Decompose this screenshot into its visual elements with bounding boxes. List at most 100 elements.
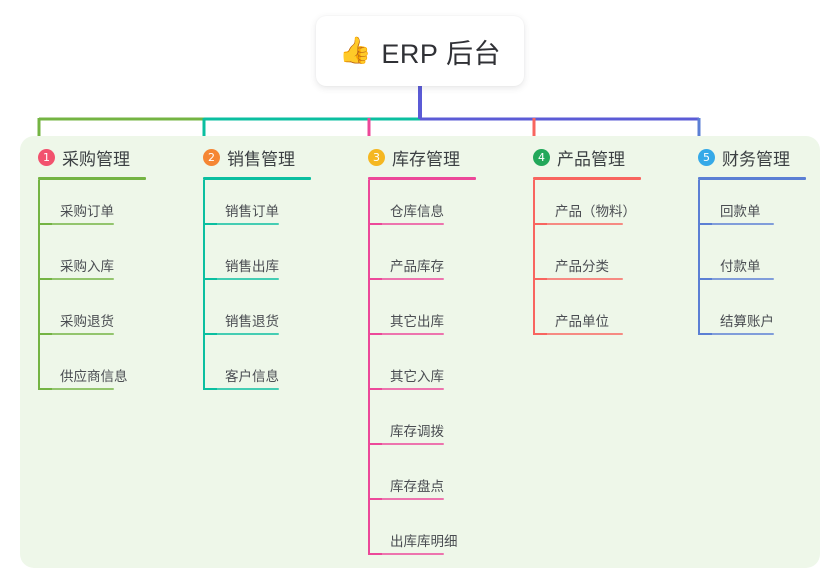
leaf-spine-3 bbox=[368, 180, 370, 555]
leaf-item[interactable]: 销售退货 bbox=[203, 290, 353, 345]
root-title: ERP 后台 bbox=[381, 38, 501, 69]
branch-badge-1: 1 bbox=[38, 148, 55, 166]
leaf-list-3: 仓库信息产品库存其它出库其它入库库存调拨库存盘点出库库明细 bbox=[368, 180, 476, 565]
leaf-spine-4 bbox=[533, 180, 535, 335]
leaf-item[interactable]: 结算账户 bbox=[698, 290, 839, 345]
leaf-spine-1 bbox=[38, 180, 40, 390]
thumbs-up-icon: 👍 bbox=[339, 36, 372, 66]
leaf-underline bbox=[698, 223, 774, 225]
leaf-item[interactable]: 仓库信息 bbox=[368, 180, 518, 235]
branch-title-1: 采购管理 bbox=[62, 149, 130, 169]
leaf-list-5: 回款单付款单结算账户 bbox=[698, 180, 806, 345]
branch-header-2[interactable]: 2 销售管理 bbox=[203, 146, 311, 169]
leaf-label: 采购订单 bbox=[60, 204, 114, 219]
branch-title-5: 财务管理 bbox=[722, 149, 790, 169]
leaf-underline bbox=[368, 388, 444, 390]
leaf-label: 客户信息 bbox=[225, 369, 279, 384]
leaf-label: 供应商信息 bbox=[60, 369, 128, 384]
leaf-item[interactable]: 产品（物料） bbox=[533, 180, 683, 235]
branch-column-4: 4 产品管理产品（物料） 产品分类产品单位 bbox=[533, 146, 641, 345]
branch-underline-4 bbox=[533, 177, 641, 180]
leaf-label: 其它入库 bbox=[390, 369, 444, 384]
leaf-label: 销售退货 bbox=[225, 314, 279, 329]
leaf-item[interactable]: 产品库存 bbox=[368, 235, 518, 290]
leaf-underline bbox=[38, 223, 114, 225]
branch-header-4[interactable]: 4 产品管理 bbox=[533, 146, 641, 169]
branch-title-4: 产品管理 bbox=[557, 149, 625, 169]
leaf-label: 产品分类 bbox=[555, 259, 609, 274]
leaf-spine-2 bbox=[203, 180, 205, 390]
branch-header-1[interactable]: 1 采购管理 bbox=[38, 146, 146, 169]
leaf-underline bbox=[368, 443, 444, 445]
leaf-underline bbox=[368, 553, 444, 555]
leaf-underline bbox=[368, 498, 444, 500]
branch-column-5: 5 财务管理回款单付款单结算账户 bbox=[698, 146, 806, 345]
leaf-underline bbox=[368, 333, 444, 335]
leaf-item[interactable]: 回款单 bbox=[698, 180, 839, 235]
leaf-label: 产品单位 bbox=[555, 314, 609, 329]
leaf-item[interactable]: 销售出库 bbox=[203, 235, 353, 290]
leaf-spine-5 bbox=[698, 180, 700, 335]
diagram-panel bbox=[20, 136, 820, 568]
branch-header-3[interactable]: 3 库存管理 bbox=[368, 146, 476, 169]
leaf-underline bbox=[698, 333, 774, 335]
leaf-list-2: 销售订单销售出库销售退货客户信息 bbox=[203, 180, 311, 400]
leaf-underline bbox=[203, 278, 279, 280]
leaf-label: 结算账户 bbox=[720, 314, 774, 329]
branch-column-3: 3 库存管理仓库信息产品库存其它出库其它入库库存调拨库存盘点出库库明细 bbox=[368, 146, 476, 565]
leaf-item[interactable]: 付款单 bbox=[698, 235, 839, 290]
leaf-item[interactable]: 产品单位 bbox=[533, 290, 683, 345]
branch-underline-2 bbox=[203, 177, 311, 180]
leaf-underline bbox=[368, 278, 444, 280]
branch-badge-2: 2 bbox=[203, 148, 220, 166]
leaf-label: 销售订单 bbox=[225, 204, 279, 219]
leaf-underline bbox=[38, 333, 114, 335]
leaf-label: 库存调拨 bbox=[390, 424, 444, 439]
leaf-label: 销售出库 bbox=[225, 259, 279, 274]
leaf-item[interactable]: 采购入库 bbox=[38, 235, 188, 290]
branch-underline-1 bbox=[38, 177, 146, 180]
leaf-item[interactable]: 采购订单 bbox=[38, 180, 188, 235]
leaf-label: 付款单 bbox=[720, 259, 761, 274]
leaf-underline bbox=[533, 333, 623, 335]
leaf-item[interactable]: 供应商信息 bbox=[38, 345, 188, 400]
leaf-item[interactable]: 采购退货 bbox=[38, 290, 188, 345]
branch-title-2: 销售管理 bbox=[227, 149, 295, 169]
branch-badge-3: 3 bbox=[368, 148, 385, 166]
branch-header-5[interactable]: 5 财务管理 bbox=[698, 146, 806, 169]
root-node[interactable]: 👍 ERP 后台 bbox=[316, 16, 524, 86]
leaf-label: 库存盘点 bbox=[390, 479, 444, 494]
leaf-item[interactable]: 产品分类 bbox=[533, 235, 683, 290]
leaf-underline bbox=[38, 388, 114, 390]
leaf-list-4: 产品（物料） 产品分类产品单位 bbox=[533, 180, 641, 345]
leaf-item[interactable]: 出库库明细 bbox=[368, 510, 518, 565]
leaf-label: 产品库存 bbox=[390, 259, 444, 274]
leaf-label: 回款单 bbox=[720, 204, 761, 219]
leaf-item[interactable]: 客户信息 bbox=[203, 345, 353, 400]
branch-badge-4: 4 bbox=[533, 148, 550, 166]
branch-badge-5: 5 bbox=[698, 148, 715, 166]
leaf-item[interactable]: 销售订单 bbox=[203, 180, 353, 235]
branch-title-3: 库存管理 bbox=[392, 149, 460, 169]
leaf-label: 采购退货 bbox=[60, 314, 114, 329]
leaf-underline bbox=[38, 278, 114, 280]
leaf-underline bbox=[203, 333, 279, 335]
leaf-label: 出库库明细 bbox=[390, 534, 458, 549]
leaf-item[interactable]: 库存盘点 bbox=[368, 455, 518, 510]
branch-underline-5 bbox=[698, 177, 806, 180]
leaf-item[interactable]: 其它出库 bbox=[368, 290, 518, 345]
leaf-item[interactable]: 其它入库 bbox=[368, 345, 518, 400]
branch-underline-3 bbox=[368, 177, 476, 180]
leaf-item[interactable]: 库存调拨 bbox=[368, 400, 518, 455]
branch-column-2: 2 销售管理销售订单销售出库销售退货客户信息 bbox=[203, 146, 311, 400]
leaf-underline bbox=[533, 223, 623, 225]
leaf-underline bbox=[698, 278, 774, 280]
leaf-label: 仓库信息 bbox=[390, 204, 444, 219]
leaf-underline bbox=[203, 223, 279, 225]
leaf-label: 产品（物料） bbox=[555, 204, 636, 219]
leaf-underline bbox=[368, 223, 444, 225]
leaf-underline bbox=[533, 278, 623, 280]
leaf-label: 其它出库 bbox=[390, 314, 444, 329]
leaf-list-1: 采购订单采购入库采购退货供应商信息 bbox=[38, 180, 146, 400]
